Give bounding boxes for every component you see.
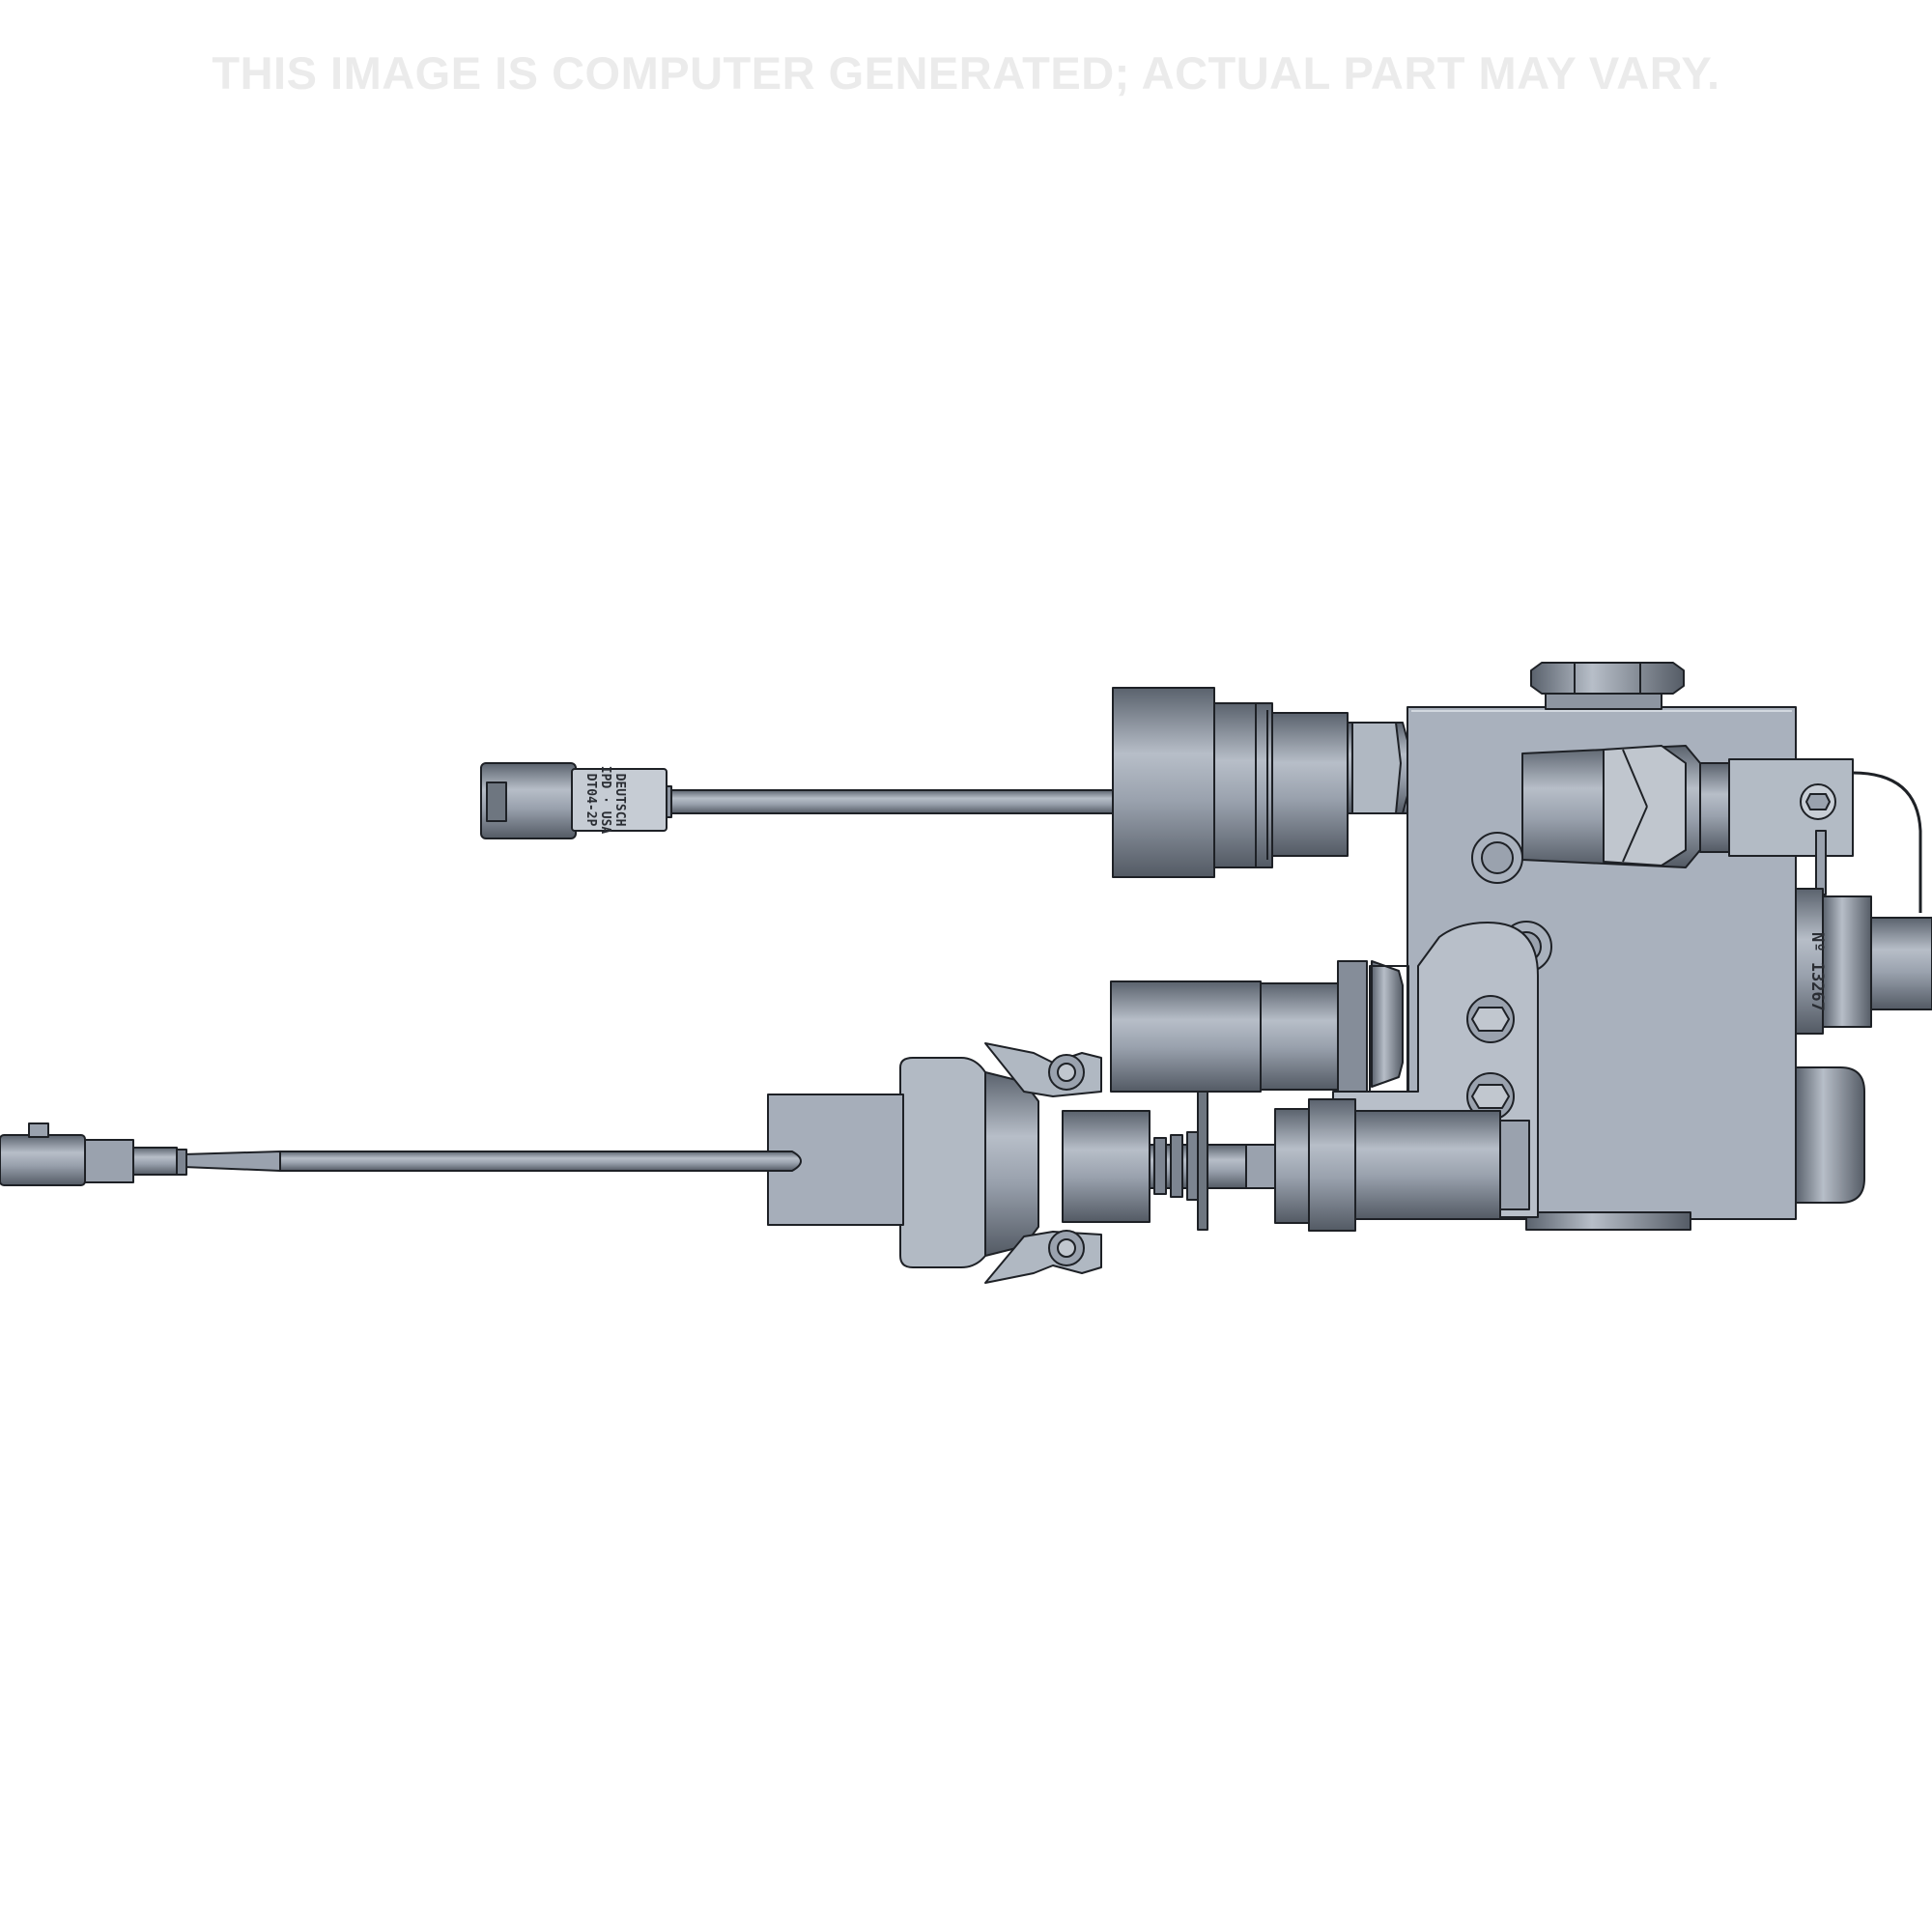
- right-side-fitting: Nº 13267: [1795, 888, 1932, 1035]
- upper-coil-cylinder: [1112, 687, 1409, 878]
- lower-valve-cartridge: [1245, 1098, 1530, 1232]
- lower-connector: [0, 1122, 187, 1186]
- serial-number-text: Nº 13267: [1807, 932, 1827, 1011]
- connector-origin-text: IPD · USA: [598, 766, 612, 835]
- deutsch-connector: DEUTSCH IPD · USA DT04-2P: [480, 762, 668, 839]
- connector-brand-text: DEUTSCH: [612, 774, 627, 827]
- top-hex-plug: [1530, 662, 1685, 710]
- lower-cable: [183, 1151, 802, 1172]
- disclaimer-watermark: THIS IMAGE IS COMPUTER GENERATED; ACTUAL…: [212, 47, 1720, 99]
- connector-part-text: DT04-2P: [583, 774, 598, 827]
- upper-right-fitting: [1521, 745, 1922, 913]
- spool-bellows: [1062, 1091, 1247, 1231]
- manifold-port-upper: [1471, 832, 1523, 884]
- middle-solenoid-cylinder: [1110, 960, 1409, 1093]
- right-lower-cap: [1795, 1066, 1865, 1204]
- bottom-plug: [1525, 1211, 1691, 1231]
- lower-actuator-housing: [899, 1042, 1102, 1284]
